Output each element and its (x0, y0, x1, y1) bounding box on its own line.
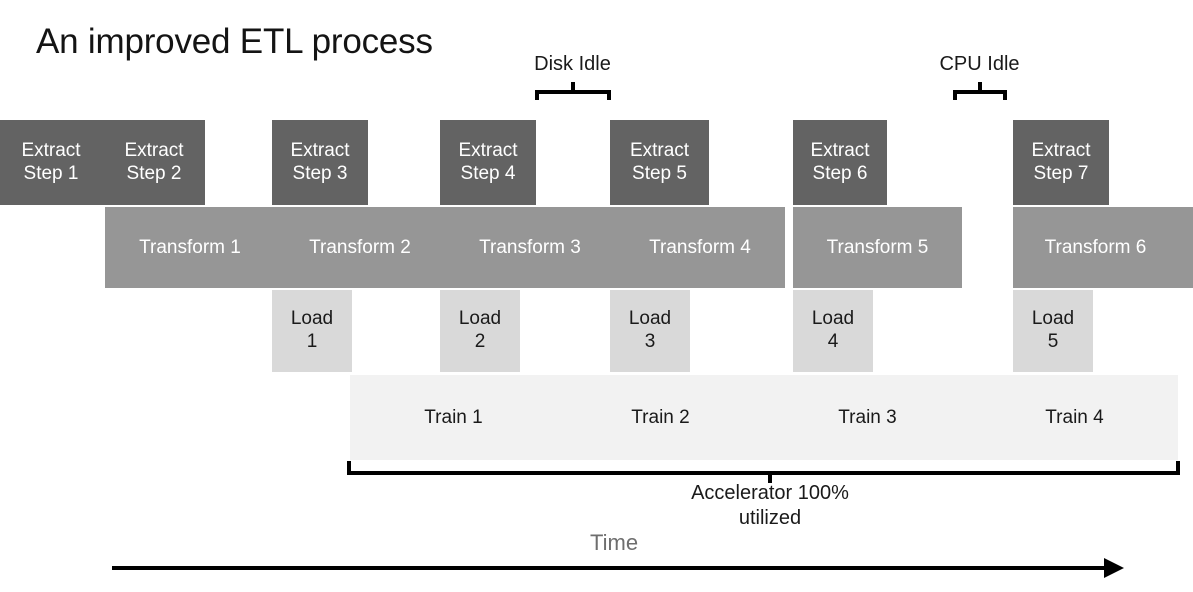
transform-group-6 (1013, 207, 1193, 288)
time-arrow (112, 558, 1124, 578)
extract-step-2[interactable]: Extract Step 2 (124, 140, 184, 184)
load-1[interactable]: Load 1 (272, 290, 352, 372)
page-title: An improved ETL process (36, 22, 433, 61)
transform-group-1-4 (105, 207, 785, 288)
transform-6[interactable]: Transform 6 (1044, 236, 1147, 258)
extract-step-5[interactable]: Extract Step 5 (610, 120, 709, 205)
disk-idle-label: Disk Idle (534, 53, 611, 75)
extract-step-4[interactable]: Extract Step 4 (440, 120, 536, 205)
train-1[interactable]: Train 1 (424, 406, 483, 428)
accelerator-bracket (347, 461, 1180, 483)
cpu-idle-bracket (953, 82, 1007, 100)
transform-4[interactable]: Transform 4 (649, 236, 751, 258)
train-2[interactable]: Train 2 (631, 406, 690, 428)
extract-step-7[interactable]: Extract Step 7 (1013, 120, 1109, 205)
disk-idle-bracket (535, 82, 611, 100)
time-axis-label: Time (590, 530, 639, 555)
transform-3[interactable]: Transform 3 (479, 236, 581, 258)
extract-group-1-2 (0, 120, 205, 205)
train-group (350, 375, 1178, 460)
cpu-idle-label: CPU Idle (939, 53, 1020, 75)
accelerator-utilized-label: Accelerator 100% utilized (691, 482, 849, 529)
train-4[interactable]: Train 4 (1045, 406, 1104, 428)
transform-2[interactable]: Transform 2 (309, 236, 411, 258)
transform-5[interactable]: Transform 5 (826, 236, 929, 258)
load-5[interactable]: Load 5 (1013, 290, 1093, 372)
extract-step-6[interactable]: Extract Step 6 (793, 120, 887, 205)
load-2[interactable]: Load 2 (440, 290, 520, 372)
load-4[interactable]: Load 4 (793, 290, 873, 372)
train-3[interactable]: Train 3 (838, 406, 897, 428)
extract-step-1[interactable]: Extract Step 1 (21, 140, 81, 184)
transform-group-5 (793, 207, 962, 288)
load-3[interactable]: Load 3 (610, 290, 690, 372)
transform-1[interactable]: Transform 1 (139, 236, 241, 258)
extract-step-3[interactable]: Extract Step 3 (272, 120, 368, 205)
